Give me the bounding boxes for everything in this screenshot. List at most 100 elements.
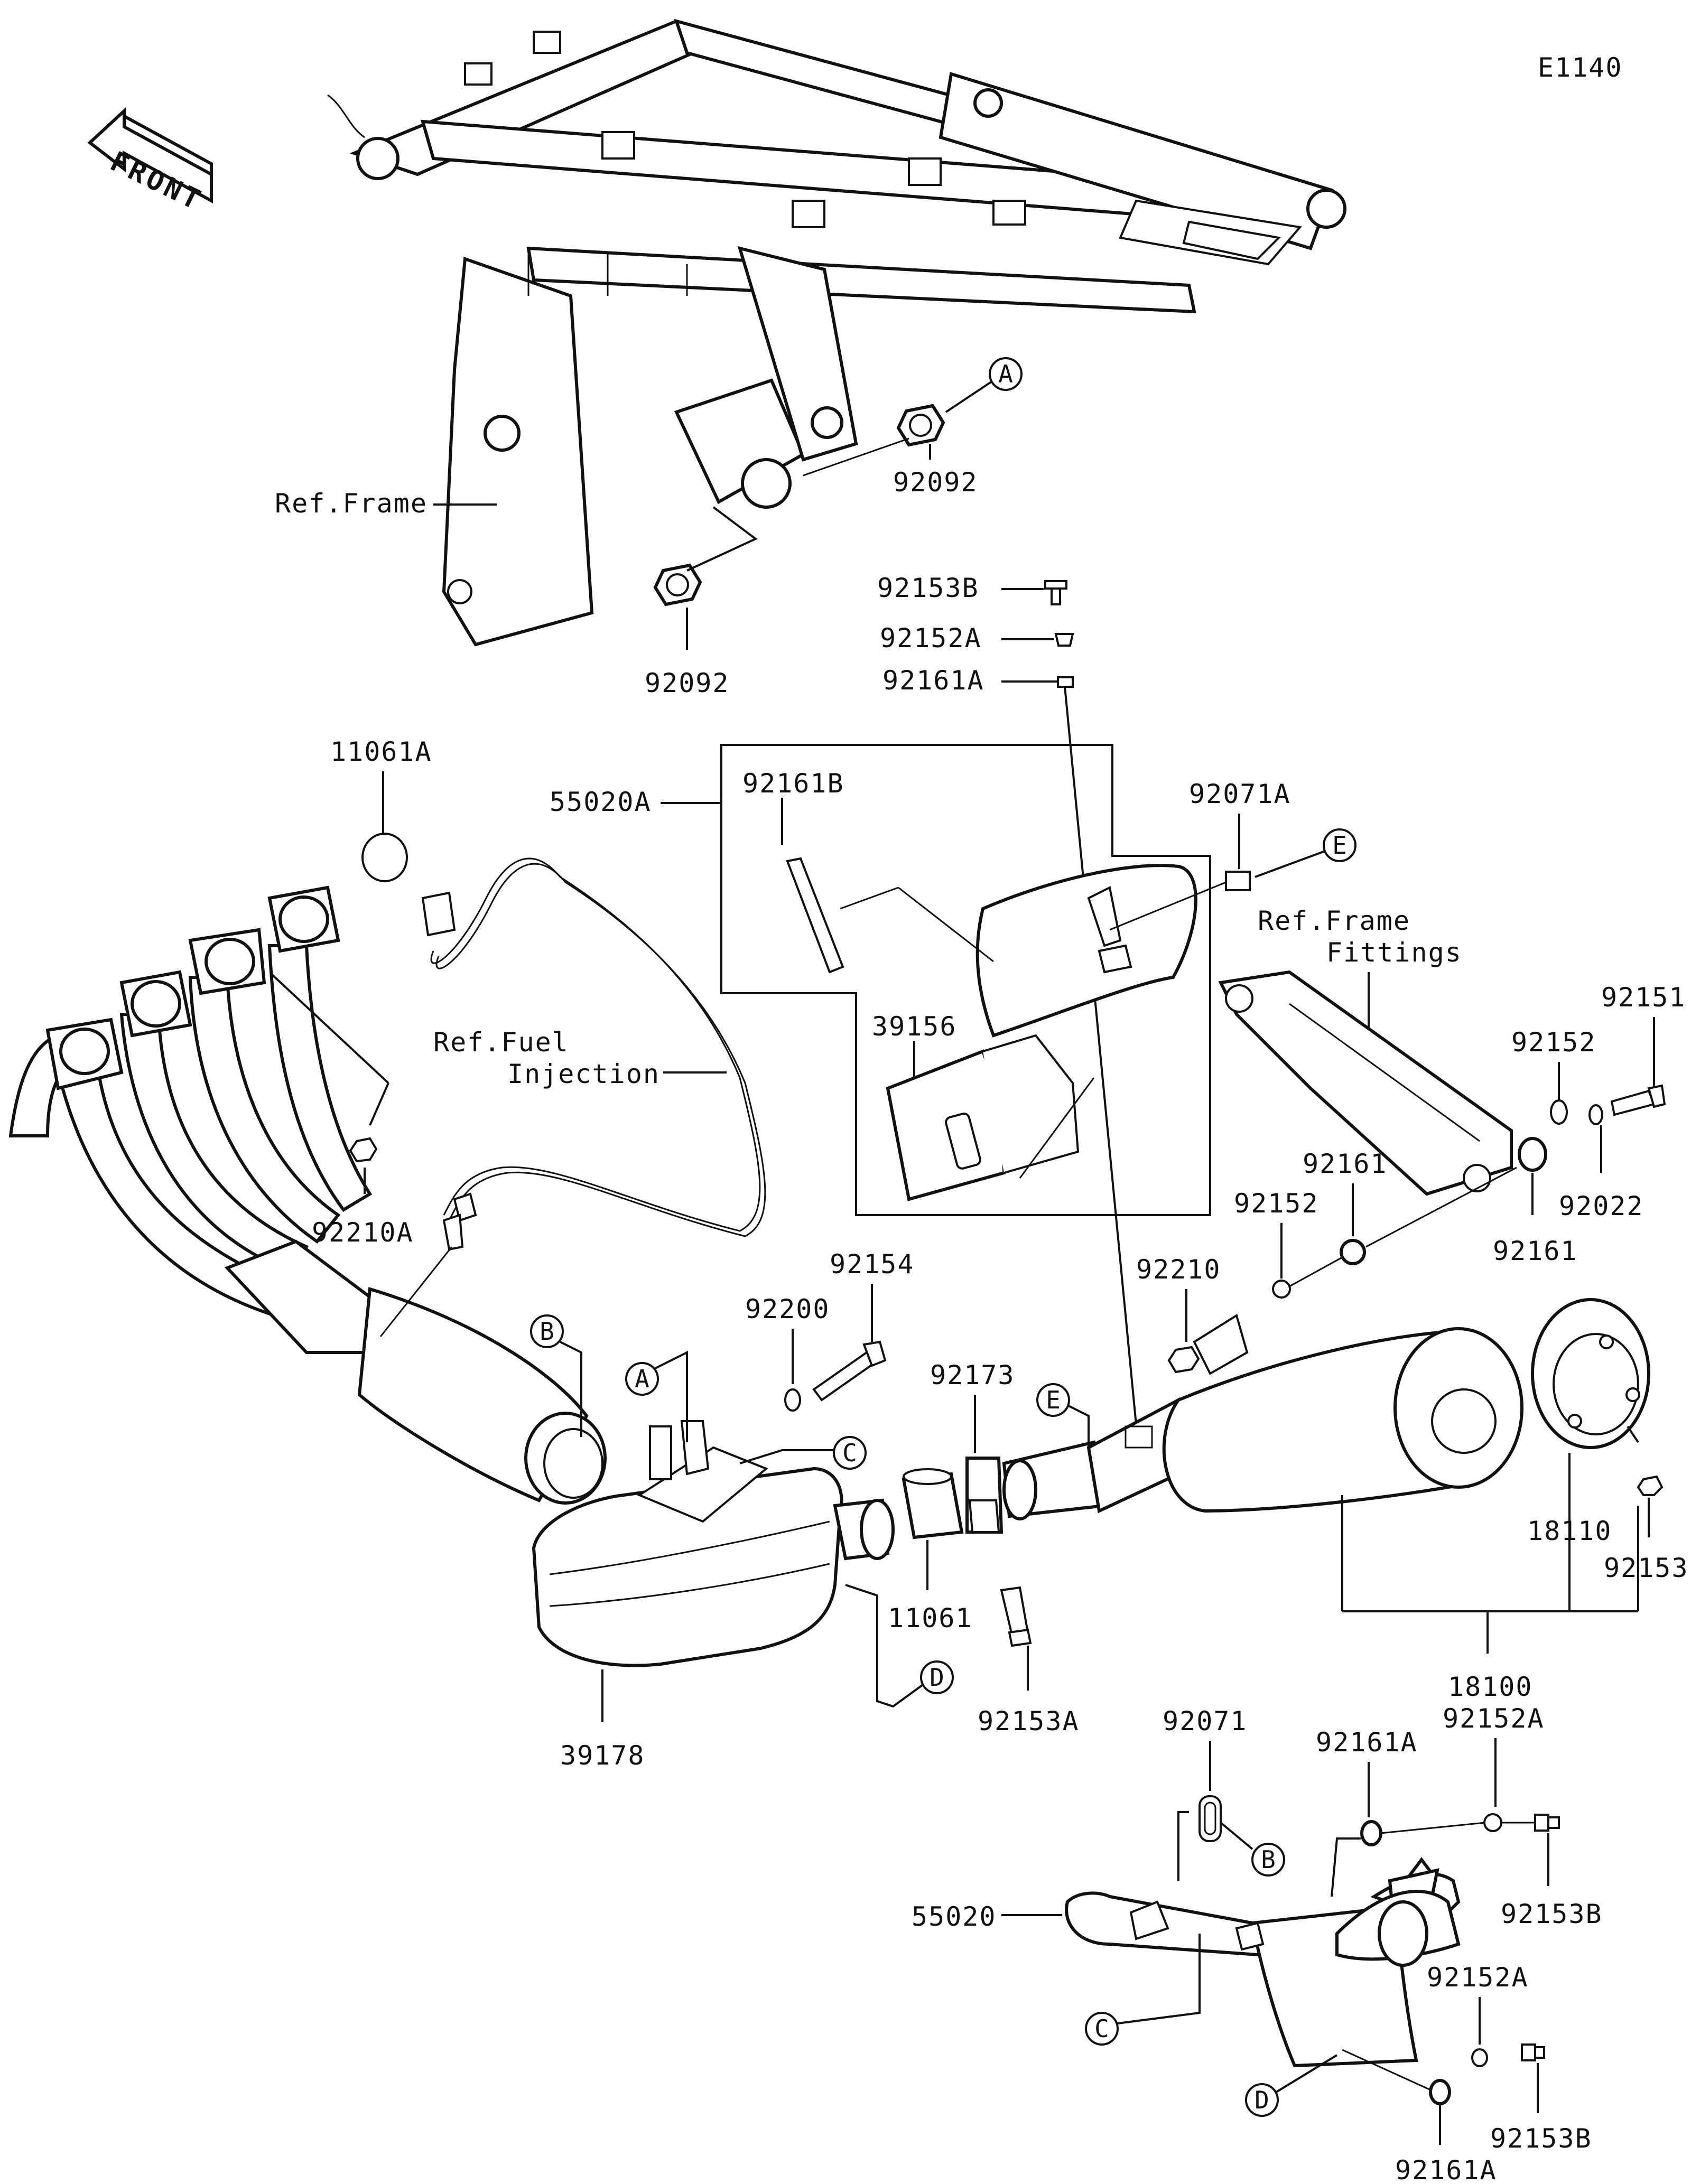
- callout-c-left: [833, 1436, 867, 1470]
- part-92173: 92173: [930, 1360, 1015, 1390]
- pre-chamber-39178: [532, 1420, 895, 1667]
- part-92152-right: 92152: [1511, 1027, 1596, 1058]
- callout-c-bottom: [1085, 2012, 1119, 2046]
- svg-text:C: C: [842, 1439, 857, 1467]
- callout-a-left: [625, 1362, 659, 1396]
- part-92153b-b2: 92153B: [1490, 2123, 1592, 2154]
- bolt-92153a: [1000, 1586, 1032, 1647]
- damper-92161b: [786, 857, 844, 974]
- svg-text:A: A: [998, 360, 1013, 388]
- part-92161-right: 92161: [1493, 1236, 1578, 1266]
- part-92152a-b2: 92152A: [1427, 1962, 1529, 1993]
- callout-a-top: [989, 357, 1023, 391]
- washer-92152a-top: [1054, 633, 1074, 647]
- part-92071a: 92071A: [1189, 779, 1291, 809]
- ref-frame-fittings-label-1: Ref.Frame: [1258, 906, 1410, 936]
- part-92153: 92153: [1604, 1553, 1689, 1583]
- svg-text:B: B: [1261, 1845, 1276, 1874]
- damper-92161a-b2: [1429, 2079, 1451, 2105]
- washer-92200: [784, 1388, 801, 1412]
- part-92161a-top: 92161A: [882, 665, 984, 696]
- washer-92152-mid: [1272, 1280, 1291, 1299]
- part-11061: 11061: [888, 1603, 973, 1634]
- screw-92153b-b1: [1534, 1814, 1560, 1832]
- washer-92152-right: [1550, 1099, 1568, 1125]
- ref-fuel-injection-label-1: Ref.Fuel: [433, 1027, 569, 1058]
- part-39178: 39178: [560, 1740, 645, 1771]
- nut-92210: [1167, 1346, 1200, 1374]
- grommet-92071a: [1225, 871, 1251, 891]
- nut-92092-upper: [896, 404, 945, 447]
- svg-text:E: E: [1332, 831, 1347, 860]
- washer-92022: [1588, 1104, 1603, 1125]
- part-92092-upper: 92092: [893, 467, 978, 498]
- diagram-code: E1140: [1538, 52, 1623, 83]
- part-92152a-b1: 92152A: [1443, 1703, 1545, 1734]
- part-92161b: 92161B: [742, 768, 844, 799]
- part-92200: 92200: [745, 1294, 830, 1324]
- bolt-92151: [1610, 1084, 1666, 1116]
- ref-frame-fittings-label-2: Fittings: [1326, 937, 1462, 968]
- part-92210: 92210: [1136, 1254, 1221, 1285]
- svg-text:C: C: [1094, 2014, 1109, 2043]
- svg-text:E: E: [1046, 1386, 1061, 1414]
- callout-d-left: [920, 1660, 954, 1694]
- svg-text:B: B: [540, 1317, 554, 1346]
- ref-frame-label: Ref.Frame: [275, 488, 428, 519]
- part-92210a: 92210A: [312, 1217, 414, 1248]
- part-55020: 55020: [912, 1901, 997, 1932]
- screw-92153: [1637, 1475, 1664, 1496]
- part-92153a: 92153A: [978, 1706, 1080, 1737]
- callout-e-mid: [1036, 1383, 1070, 1417]
- damper-92161a-top: [1057, 676, 1074, 688]
- part-92161a-b2: 92161A: [1395, 2155, 1497, 2184]
- part-18100: 18100: [1448, 1672, 1533, 1702]
- end-cap-18110: [1531, 1298, 1650, 1449]
- muffler-18100: [1002, 1313, 1523, 1520]
- part-55020a: 55020A: [550, 787, 652, 817]
- grommet-92071: [1198, 1795, 1222, 1842]
- part-39156: 39156: [872, 1011, 957, 1042]
- o2-sensor-wire: [379, 857, 766, 1337]
- gasket-11061a: [361, 833, 408, 882]
- nut-92092-lower: [653, 563, 702, 606]
- damper-92161-right: [1518, 1137, 1547, 1172]
- part-92071: 92071: [1163, 1706, 1248, 1737]
- part-92161-mid: 92161: [1303, 1149, 1388, 1179]
- screw-92153b-b2: [1521, 2043, 1545, 2061]
- callout-d-bottom: [1245, 2083, 1279, 2117]
- part-92022: 92022: [1559, 1191, 1644, 1221]
- part-92152-mid: 92152: [1234, 1188, 1319, 1219]
- screw-92153b-top: [1044, 580, 1067, 605]
- ref-fuel-injection-label-2: Injection: [507, 1059, 660, 1089]
- front-arrow-icon: FRONT: [87, 107, 213, 217]
- damper-92161-mid: [1340, 1239, 1366, 1265]
- part-92152a-top: 92152A: [880, 623, 982, 654]
- damper-92161a-b1: [1360, 1820, 1382, 1846]
- part-92092-lower: 92092: [645, 668, 730, 698]
- part-92153b-b1: 92153B: [1501, 1899, 1603, 1929]
- svg-text:D: D: [930, 1663, 944, 1692]
- svg-text:A: A: [635, 1365, 649, 1393]
- callout-b-bottom: [1251, 1843, 1285, 1877]
- washer-92152a-b1: [1483, 1813, 1502, 1832]
- washer-92152a-b2: [1471, 2048, 1488, 2067]
- callout-e-top: [1323, 828, 1356, 862]
- heat-shield-55020a: [975, 864, 1197, 1038]
- nut-92210a: [349, 1137, 378, 1163]
- bolt-92154: [812, 1340, 887, 1402]
- part-92161a-b1: 92161A: [1316, 1727, 1418, 1758]
- gasket-39156: [886, 1034, 1080, 1201]
- part-92151: 92151: [1601, 982, 1686, 1013]
- clamp-92173: [965, 1457, 1004, 1534]
- gasket-11061: [902, 1468, 964, 1539]
- part-11061a: 11061A: [330, 736, 432, 767]
- heat-shield-55020: [1065, 1857, 1461, 2068]
- svg-text:D: D: [1255, 2086, 1269, 2114]
- callout-b-left: [530, 1314, 564, 1348]
- part-92154: 92154: [830, 1249, 915, 1280]
- part-92153b-top: 92153B: [877, 573, 979, 603]
- exhaust-header-pipes: [8, 885, 607, 1505]
- part-18110: 18110: [1527, 1516, 1612, 1546]
